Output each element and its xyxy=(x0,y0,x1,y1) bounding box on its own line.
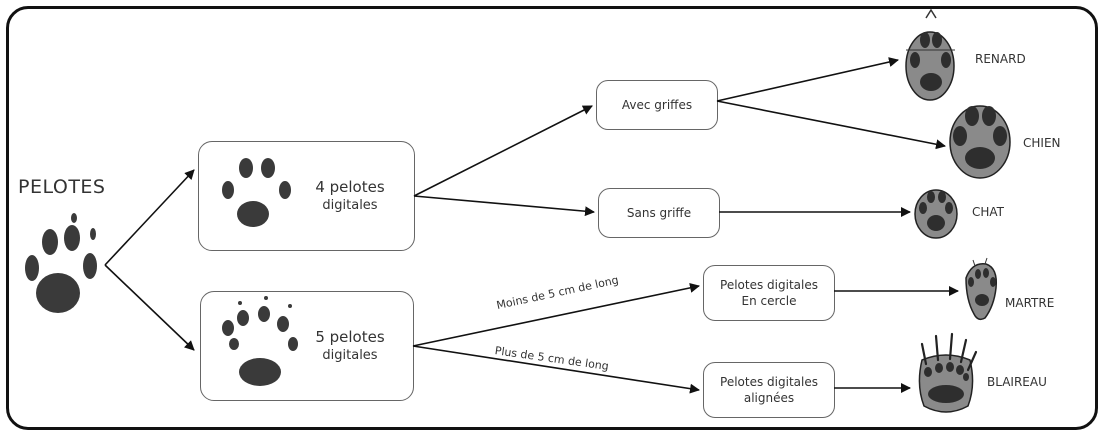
label-sans-griffe: Sans griffe xyxy=(626,205,692,220)
paw-5-pelotes-icon xyxy=(222,296,298,386)
paw-chat-icon xyxy=(914,189,958,239)
paw-root-icon xyxy=(25,213,97,313)
paw-chien-icon xyxy=(949,105,1011,179)
box-pelotes-cercle: Pelotes digitales En cercle xyxy=(703,265,835,321)
arrow-4-to-sans xyxy=(413,195,595,217)
label-4-pelotes-line2: digitales xyxy=(322,197,378,213)
root-title: PELOTES xyxy=(18,176,106,198)
paw-martre-icon xyxy=(965,257,998,321)
animal-chat: CHAT xyxy=(972,205,1005,219)
arrow-root-to-5 xyxy=(104,264,195,351)
label-4-pelotes: 4 pelotes digitales xyxy=(300,178,400,214)
animal-martre: MARTRE xyxy=(1005,296,1055,310)
box-4-pelotes xyxy=(198,141,415,251)
arrow-4-to-avec xyxy=(413,105,593,197)
label-alignees-line2: alignées xyxy=(743,391,795,405)
label-5-pelotes-line2: digitales xyxy=(322,347,378,363)
box-sans-griffe: Sans griffe xyxy=(598,188,720,238)
arrow-5-to-alignees xyxy=(412,345,700,394)
arrow-root-to-4 xyxy=(104,169,195,266)
label-avec-griffes: Avec griffes xyxy=(621,97,693,112)
label-cercle-line1: Pelotes digitales xyxy=(720,277,818,292)
box-5-pelotes xyxy=(200,291,414,401)
paw-4-pelotes-icon xyxy=(222,158,291,227)
label-4-pelotes-line1: 4 pelotes xyxy=(315,178,385,196)
animal-blaireau: BLAIREAU xyxy=(987,375,1047,389)
label-5-pelotes: 5 pelotes digitales xyxy=(300,328,400,364)
arrow-avec-to-chien xyxy=(716,100,946,150)
arrow-avec-to-renard xyxy=(716,57,899,102)
box-avec-griffes: Avec griffes xyxy=(596,80,718,130)
label-5-pelotes-line1: 5 pelotes xyxy=(315,328,385,346)
animal-chien: CHIEN xyxy=(1023,136,1061,150)
animal-renard: RENARD xyxy=(975,52,1026,66)
label-alignees-line1: Pelotes digitales xyxy=(720,374,818,389)
arrow-5-to-cercle xyxy=(412,282,700,347)
paw-blaireau-icon xyxy=(918,332,978,413)
paw-renard-icon xyxy=(905,8,955,101)
label-cercle-line2: En cercle xyxy=(741,294,797,308)
box-pelotes-alignees: Pelotes digitales alignées xyxy=(703,362,835,418)
